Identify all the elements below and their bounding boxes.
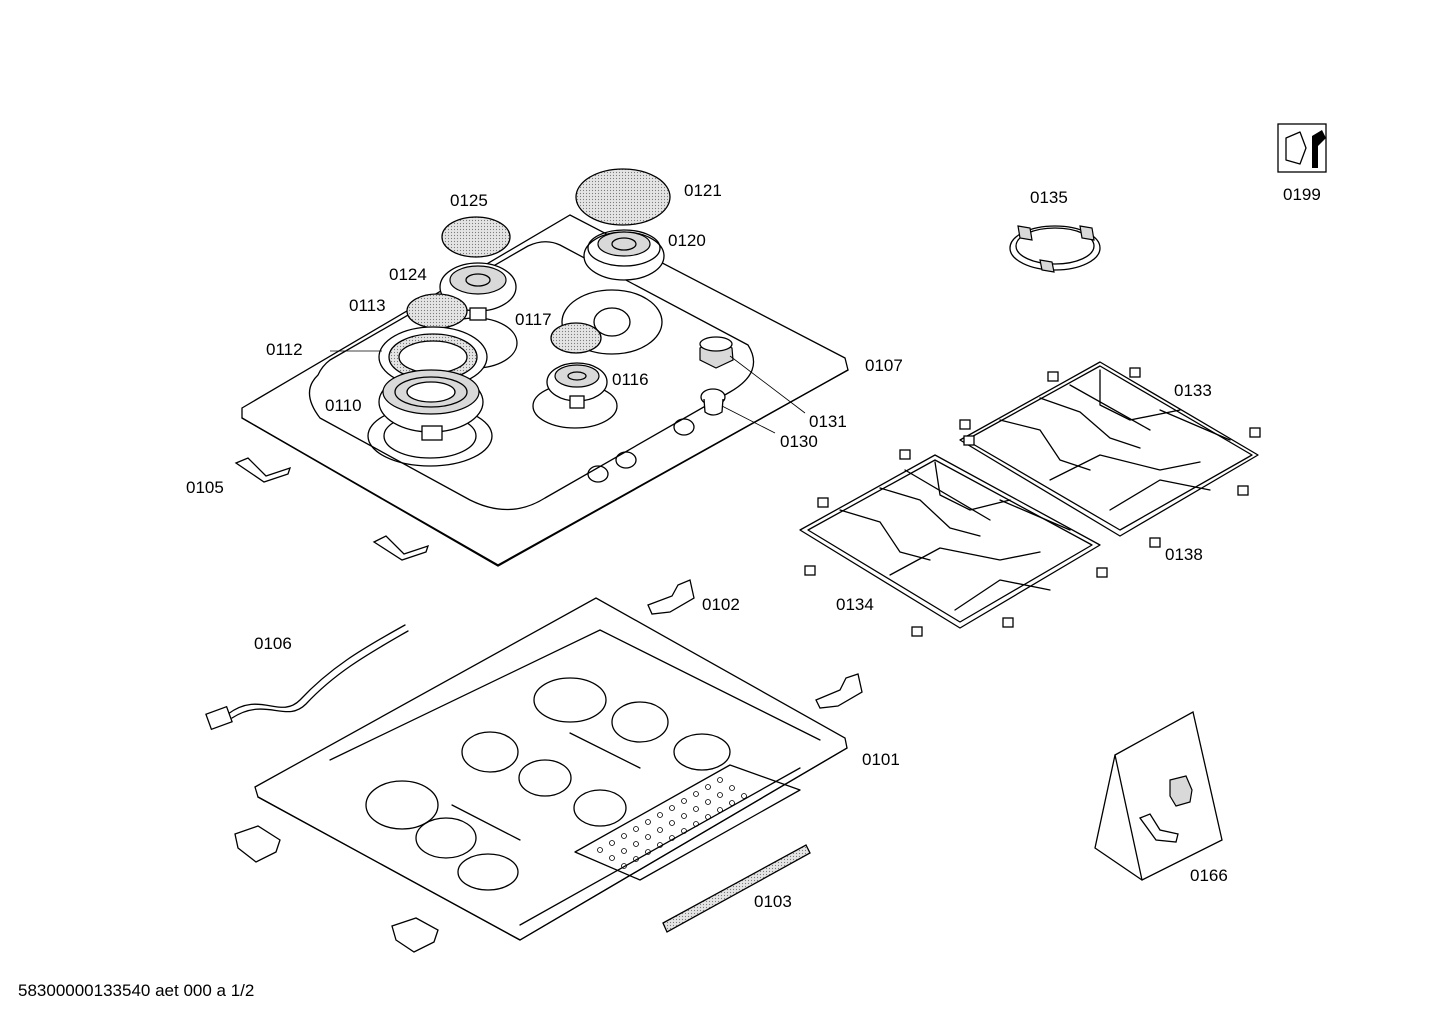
auxiliary-burner-cap: [550, 322, 602, 354]
label-0110: 0110: [325, 396, 362, 415]
label-0135: 0135: [1030, 188, 1068, 207]
label-0101: 0101: [862, 750, 900, 769]
fixing-clip-0102: [647, 579, 695, 615]
fixing-clip-top-left: [234, 457, 292, 483]
label-0105: 0105: [186, 478, 224, 497]
vent-holes: [597, 777, 747, 869]
label-0117: 0117: [515, 310, 552, 329]
label-0106: 0106: [254, 634, 292, 653]
hob-top-plate: [241, 214, 849, 567]
rubber-feet: [804, 367, 1261, 637]
fixing-clip-bottom-left: [234, 825, 281, 863]
fixing-clip-bottom: [391, 917, 439, 953]
semi-rapid-burner-cap: [441, 216, 511, 258]
label-0102: 0102: [702, 595, 740, 614]
fixing-clip-top-bottom: [372, 535, 430, 561]
label-0124: 0124: [389, 265, 427, 284]
label-0113: 0113: [349, 296, 386, 315]
label-0199: 0199: [1283, 185, 1321, 204]
document-footer-code: 58300000133540 aet 000 a 1/2: [18, 981, 255, 1000]
wok-burner: [378, 369, 484, 441]
label-0130: 0130: [780, 432, 818, 451]
label-0107: 0107: [865, 356, 903, 375]
label-0138: 0138: [1165, 545, 1203, 564]
hob-bottom-tray: [254, 597, 848, 941]
control-knob: [699, 336, 734, 369]
wrench-nut-icon: [1277, 123, 1327, 173]
auxiliary-burner: [546, 362, 608, 409]
accessory-bag: [1094, 711, 1223, 881]
power-cable: [205, 624, 409, 731]
large-burner-cap: [575, 168, 671, 226]
gasket-strip: [662, 844, 811, 933]
label-0103: 0103: [754, 892, 792, 911]
label-0125: 0125: [450, 191, 488, 210]
pan-support-left: [799, 454, 1101, 629]
label-0131: 0131: [809, 412, 847, 431]
label-0112: 0112: [266, 340, 303, 359]
label-0166: 0166: [1190, 866, 1228, 885]
large-burner: [583, 229, 665, 281]
wok-inner-cap: [406, 293, 468, 329]
fixing-clip-right: [815, 673, 863, 709]
label-0120: 0120: [668, 231, 706, 250]
label-0116: 0116: [612, 370, 649, 389]
label-0133: 0133: [1174, 381, 1212, 400]
pan-support-right: [959, 361, 1259, 537]
label-0134: 0134: [836, 595, 874, 614]
knob-seal: [700, 388, 726, 416]
wok-outer-cap-ring: [378, 326, 488, 388]
label-0121: 0121: [684, 181, 722, 200]
part-labels: 0121 0125 0120 0124 0113 0117 0112 0116 …: [186, 181, 1321, 911]
wok-ring-support: [1009, 225, 1101, 273]
